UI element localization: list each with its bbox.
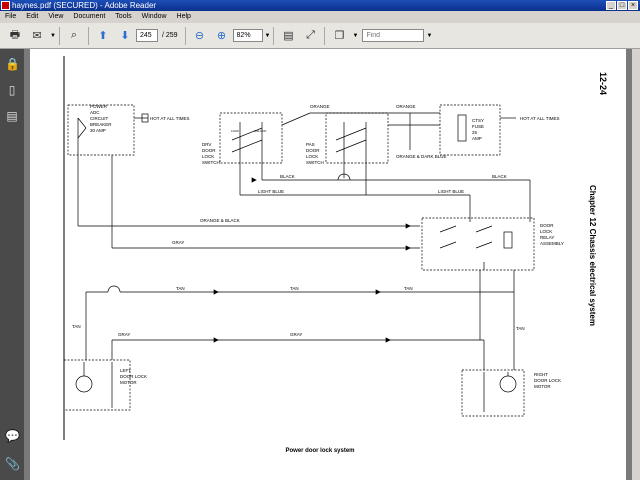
pages-panel-icon[interactable]: ▯ bbox=[8, 83, 16, 97]
breaker-label-3: CIRCUIT bbox=[90, 116, 108, 121]
previous-page-icon[interactable]: ⬆ bbox=[98, 30, 108, 42]
breaker-label-1: POWER bbox=[90, 104, 108, 109]
menu-document[interactable]: Document bbox=[73, 13, 106, 20]
wire-label-tan-3: TAN bbox=[404, 286, 413, 291]
separator bbox=[184, 26, 186, 45]
fit-width-icon[interactable]: ⤢ bbox=[306, 29, 315, 41]
navigation-panel: 🔒 ▯ ▤ 💬 📎 bbox=[0, 49, 24, 480]
pas-label-1: PAS bbox=[306, 142, 315, 147]
left-motor-label-1: LEFT bbox=[120, 368, 131, 373]
wire-label-tan-2: TAN bbox=[290, 286, 299, 291]
relay-label-1: DOOR bbox=[540, 223, 554, 228]
hot-label-right: HOT AT ALL TIMES bbox=[520, 116, 560, 121]
chevron-down-icon[interactable]: ▼ bbox=[426, 32, 433, 39]
comments-icon[interactable]: 💬 bbox=[5, 429, 20, 443]
zoom-out-icon[interactable]: ⊖ bbox=[194, 30, 205, 42]
wire-label-orange: ORANGE bbox=[310, 104, 330, 109]
pas-label-3: LOCK bbox=[306, 154, 318, 159]
chevron-down-icon[interactable]: ▼ bbox=[352, 32, 359, 39]
page-number-input[interactable] bbox=[135, 29, 158, 42]
diagram-labels: POWER ADC CIRCUIT BREAKER 30 AMP HOT AT … bbox=[72, 104, 564, 389]
email-icon[interactable]: ✉ bbox=[32, 30, 42, 42]
wire-label-orange-2: ORANGE bbox=[396, 104, 416, 109]
fuse-label-4: AMP bbox=[472, 136, 482, 141]
drv-label-3: LOCK bbox=[202, 154, 214, 159]
fuse-label-2: FUSE bbox=[472, 124, 484, 129]
fuse-label-3: 25 bbox=[472, 130, 478, 135]
left-motor-label-3: MOTOR bbox=[120, 380, 137, 385]
pas-label-2: DOOR bbox=[306, 148, 320, 153]
attachments-icon[interactable]: ▤ bbox=[6, 109, 18, 123]
vertical-scrollbar[interactable] bbox=[632, 49, 640, 480]
page-total: / 259 bbox=[161, 32, 178, 39]
drv-lock-label: LOCK bbox=[231, 129, 239, 133]
menu-file[interactable]: File bbox=[5, 13, 17, 20]
wire-label-orange-black: ORANGE & BLACK bbox=[200, 218, 240, 223]
figure-caption: Power door lock system bbox=[285, 448, 355, 454]
minimize-button[interactable]: _ bbox=[606, 1, 616, 10]
hot-label-left: HOT AT ALL TIMES bbox=[150, 116, 190, 121]
menu-window[interactable]: Window bbox=[141, 13, 167, 20]
search-icon[interactable]: ⌕ bbox=[70, 29, 78, 41]
page-number-label: 12-24 bbox=[598, 72, 608, 96]
toolbar: 🖶 ✉ ▼ ⌕ ⬆ ⬇ / 259 ⊖ ⊕ ▼ ▤ ⤢ ❐ ▼ ▼ bbox=[0, 23, 640, 49]
separator bbox=[273, 26, 275, 45]
print-icon[interactable]: 🖶 bbox=[9, 29, 21, 41]
drv-label-1: DRV bbox=[202, 142, 211, 147]
wire-label-tan: TAN bbox=[176, 286, 185, 291]
relay-label-2: LOCK bbox=[540, 229, 552, 234]
separator bbox=[87, 26, 89, 45]
breaker-label-4: BREAKER bbox=[90, 122, 112, 127]
wire-label-gray: GRAY bbox=[172, 240, 184, 245]
menu-help[interactable]: Help bbox=[176, 13, 191, 20]
paperclip-icon[interactable]: 📎 bbox=[5, 457, 20, 471]
menu-view[interactable]: View bbox=[48, 13, 64, 20]
left-motor-label-2: DOOR LOCK bbox=[120, 374, 147, 379]
menu-edit[interactable]: Edit bbox=[26, 13, 39, 20]
adobe-reader-icon bbox=[1, 1, 10, 10]
wire-label-orange-dark-blue: ORANGE & DARK BLUE bbox=[396, 154, 447, 159]
separator bbox=[324, 26, 326, 45]
separator bbox=[58, 26, 60, 45]
lock-icon[interactable]: 🔒 bbox=[5, 57, 20, 71]
wire-label-light-blue-2: LIGHT BLUE bbox=[438, 189, 464, 194]
wire-label-gray-2: GRAY bbox=[118, 332, 130, 337]
breaker-label-2: ADC bbox=[90, 110, 100, 115]
menu-tools[interactable]: Tools bbox=[115, 13, 132, 20]
wire-label-light-blue: LIGHT BLUE bbox=[258, 189, 284, 194]
zoom-input[interactable] bbox=[232, 29, 263, 42]
relay-label-4: ASSEMBLY bbox=[540, 241, 564, 246]
wire-label-black: BLACK bbox=[280, 174, 295, 179]
right-motor-label-2: DOOR LOCK bbox=[534, 378, 561, 383]
chapter-heading: Chapter 12 Chassis electrical system bbox=[588, 185, 597, 326]
close-button[interactable]: × bbox=[628, 1, 638, 10]
chevron-down-icon[interactable]: ▼ bbox=[50, 32, 56, 39]
fit-page-icon[interactable]: ▤ bbox=[283, 30, 294, 42]
pas-label-4: SWITCH bbox=[306, 160, 324, 165]
next-page-icon[interactable]: ⬇ bbox=[120, 30, 130, 42]
wire-label-tan-vertical: TAN bbox=[72, 324, 81, 329]
breaker-label-5: 30 AMP bbox=[90, 128, 106, 133]
pdf-page bbox=[30, 49, 626, 480]
drv-label-4: SWITCH bbox=[202, 160, 220, 165]
wire-label-gray-3: GRAY bbox=[290, 332, 302, 337]
relay-label-3: RELAY bbox=[540, 235, 554, 240]
wire-label-black-2: BLACK bbox=[492, 174, 507, 179]
window-title: haynes.pdf (SECURED) - Adobe Reader bbox=[12, 1, 157, 10]
find-input[interactable] bbox=[362, 29, 425, 42]
pages-icon[interactable]: ❐ bbox=[334, 30, 345, 42]
menu-bar: File Edit View Document Tools Window Hel… bbox=[0, 11, 640, 23]
right-motor-label-3: MOTOR bbox=[534, 384, 551, 389]
right-motor-label-1: RIGHT bbox=[534, 372, 548, 377]
drv-unlock-label: UNLOCK bbox=[254, 129, 267, 133]
title-bar: haynes.pdf (SECURED) - Adobe Reader _ □ … bbox=[0, 0, 640, 11]
fuse-label-1: CTSY bbox=[472, 118, 484, 123]
zoom-in-icon[interactable]: ⊕ bbox=[216, 30, 227, 42]
maximize-button[interactable]: □ bbox=[617, 1, 627, 10]
chevron-down-icon[interactable]: ▼ bbox=[264, 32, 271, 39]
drv-label-2: DOOR bbox=[202, 148, 216, 153]
wire-label-tan-vertical-2: TAN bbox=[516, 326, 525, 331]
